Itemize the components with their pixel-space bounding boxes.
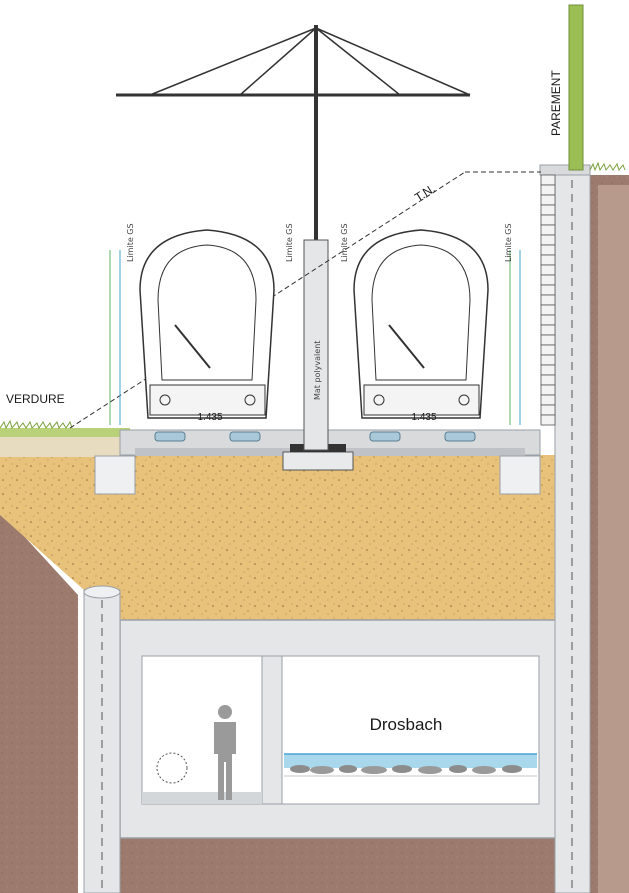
verdure-label: VERDURE xyxy=(6,392,65,406)
soil-fill xyxy=(0,455,555,620)
limite-gs-right: Limite GS xyxy=(504,223,513,262)
gauge-right-label: 1.435 xyxy=(411,412,436,423)
limite-gs-left: Limite GS xyxy=(126,223,135,262)
clearance-limit-lines xyxy=(109,250,521,425)
verdure-grass xyxy=(0,419,130,457)
earth-layers xyxy=(0,175,629,893)
brick-parement xyxy=(540,174,556,426)
drosbach-label: Drosbach xyxy=(370,715,443,734)
rails xyxy=(154,431,476,442)
mast-label: Mat polyvalent xyxy=(313,341,322,400)
tn-label: T.N. xyxy=(412,181,438,204)
culvert-box xyxy=(119,619,561,839)
catenary-pole-icon xyxy=(116,25,471,240)
clearance-circle xyxy=(156,752,188,784)
tram-right xyxy=(353,229,489,419)
catenary-mast xyxy=(303,239,329,451)
drosbach-water xyxy=(284,753,537,777)
limite-gs-mid-right: Limite GS xyxy=(340,223,349,262)
gauge-left-label: 1.435 xyxy=(197,412,222,423)
limite-gs-mid-left: Limite GS xyxy=(285,223,294,262)
person-silhouette-icon xyxy=(214,705,236,800)
tram-left xyxy=(139,229,275,419)
parement-label: PAREMENT xyxy=(549,70,563,136)
parement-green-bar xyxy=(568,4,584,171)
top-right-grass xyxy=(589,161,626,172)
left-drain-pipe xyxy=(83,585,121,893)
right-retaining-wall xyxy=(539,164,591,893)
